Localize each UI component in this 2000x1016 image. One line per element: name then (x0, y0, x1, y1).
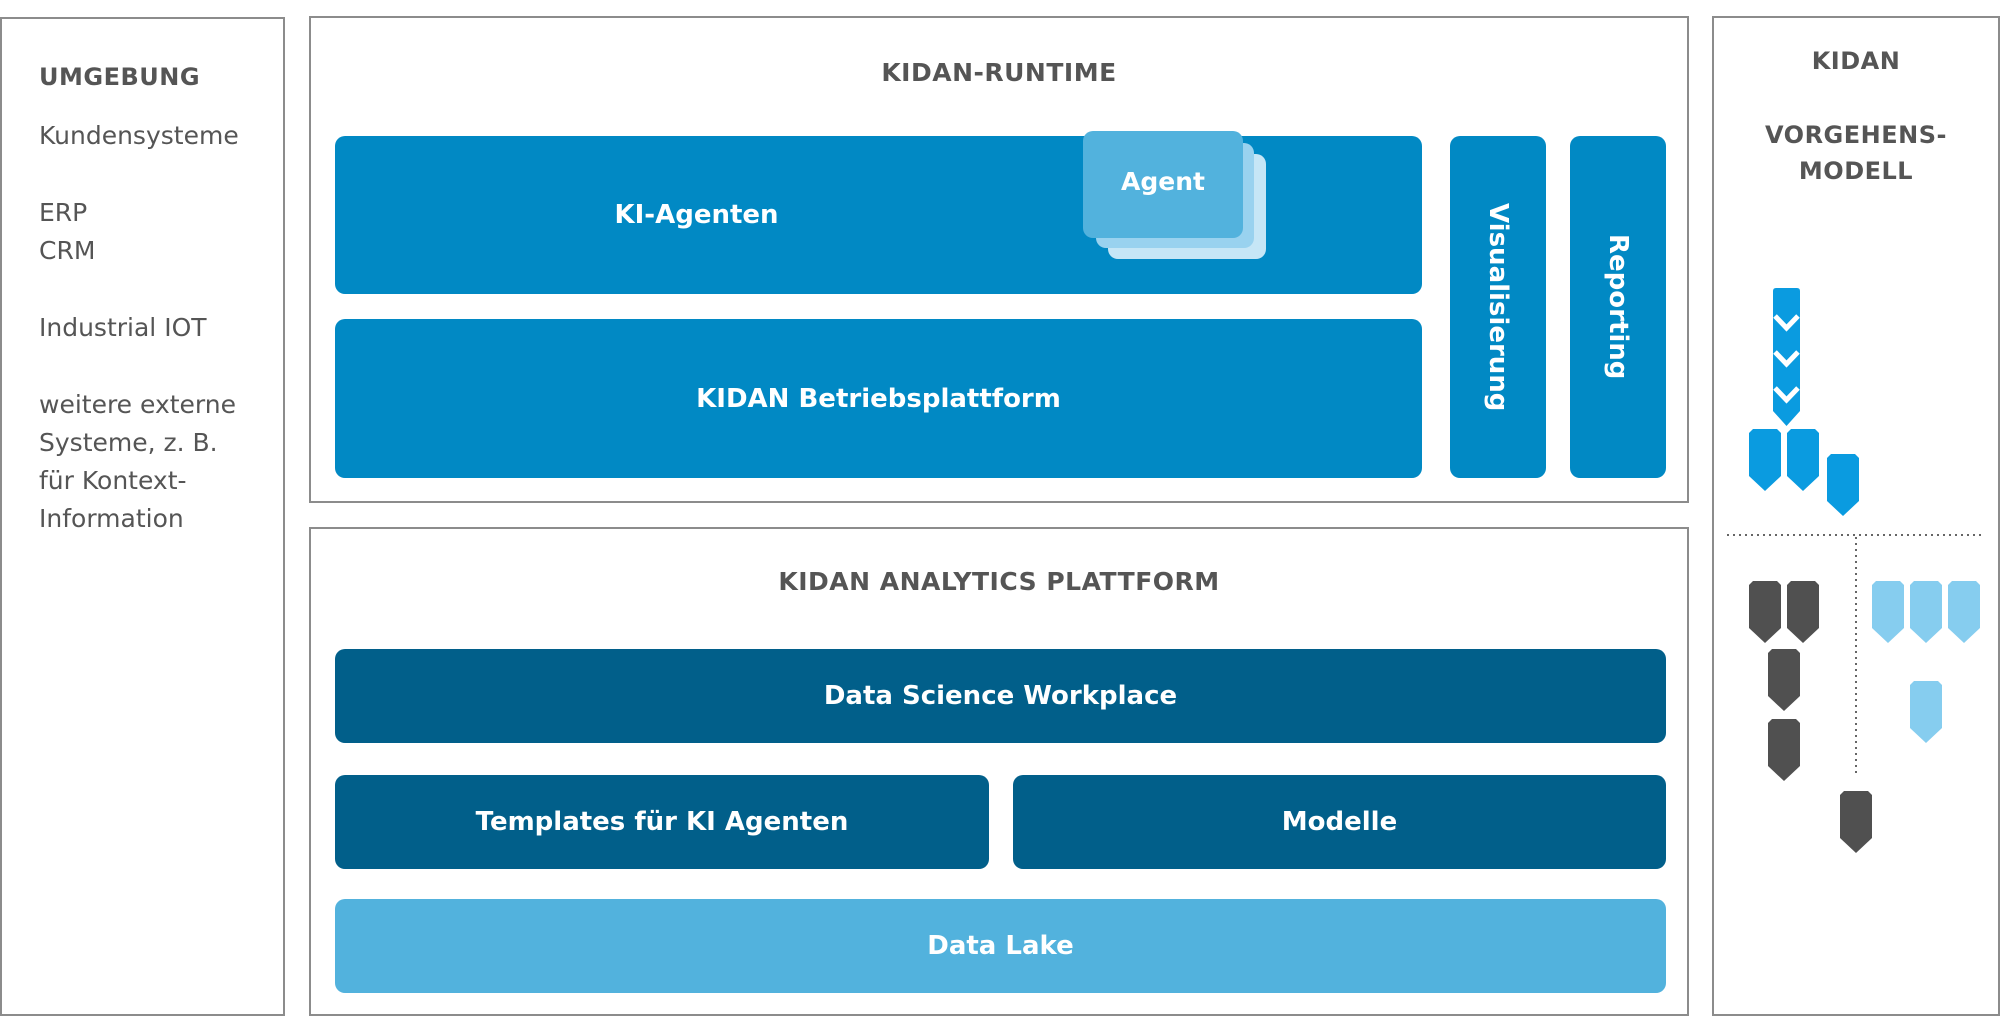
agent-card-label: Agent (1121, 167, 1205, 196)
reporting-block: Reporting (1570, 136, 1666, 478)
data-science-workplace-block: Data Science Workplace (335, 649, 1666, 743)
process-model-panel: KIDAN VORGEHENS- MODELL (1712, 16, 2000, 1016)
pentagon-light-2-icon (1910, 581, 1942, 643)
environment-item-customer-systems: Kundensysteme (39, 121, 239, 150)
environment-title: UMGEBUNG (39, 63, 201, 91)
operations-platform-label: KIDAN Betriebsplattform (696, 383, 1061, 414)
reporting-label: Reporting (1603, 234, 1633, 380)
models-block: Modelle (1013, 775, 1666, 869)
pentagon-light-1-icon (1872, 581, 1904, 643)
pentagon-gray-3-icon (1768, 649, 1800, 711)
process-model-title-line3: MODELL (1798, 157, 1914, 185)
environment-panel: UMGEBUNG Kundensysteme ERP CRM Industria… (0, 17, 285, 1016)
pentagon-blue-3-icon (1827, 454, 1859, 516)
pentagon-gray-5-icon (1840, 791, 1872, 853)
models-label: Modelle (1281, 807, 1398, 837)
process-model-title-line2: VORGEHENS- (1765, 121, 1947, 149)
ki-agents-label: KI-Agenten (614, 200, 779, 230)
pentagon-gray-2-icon (1787, 581, 1819, 643)
runtime-panel: KIDAN-RUNTIME KI-Agenten Agent KIDAN Bet… (309, 16, 1689, 503)
operations-platform-block: KIDAN Betriebsplattform (335, 319, 1422, 478)
environment-item-erp-crm: ERP CRM (39, 198, 96, 265)
analytics-title: KIDAN ANALYTICS PLATTFORM (778, 567, 1220, 596)
process-model-title-line1: KIDAN (1811, 47, 1901, 75)
process-model-diagram (1727, 288, 1985, 853)
environment-item-external-systems: weitere externe Systeme, z. B. für Konte… (39, 390, 236, 533)
agent-card-front: Agent (1083, 131, 1243, 238)
pentagon-blue-2-icon (1787, 429, 1819, 491)
pentagon-light-4-icon (1910, 681, 1942, 743)
environment-item-industrial-iot: Industrial IOT (39, 313, 207, 342)
visualization-label: Visualisierung (1483, 202, 1513, 412)
data-lake-label: Data Lake (927, 931, 1074, 961)
analytics-panel: KIDAN ANALYTICS PLATTFORM Data Science W… (309, 527, 1689, 1016)
templates-block: Templates für KI Agenten (335, 775, 989, 869)
pentagon-blue-1-icon (1749, 429, 1781, 491)
data-science-workplace-label: Data Science Workplace (823, 681, 1178, 711)
runtime-title: KIDAN-RUNTIME (881, 58, 1117, 87)
pentagon-gray-4-icon (1768, 719, 1800, 781)
stacked-chevron-icon (1773, 288, 1800, 426)
pentagon-light-3-icon (1948, 581, 1980, 643)
data-lake-block: Data Lake (335, 899, 1666, 993)
visualization-block: Visualisierung (1450, 136, 1546, 478)
templates-label: Templates für KI Agenten (475, 807, 849, 837)
ki-agents-block: KI-Agenten Agent (335, 131, 1422, 294)
pentagon-gray-1-icon (1749, 581, 1781, 643)
